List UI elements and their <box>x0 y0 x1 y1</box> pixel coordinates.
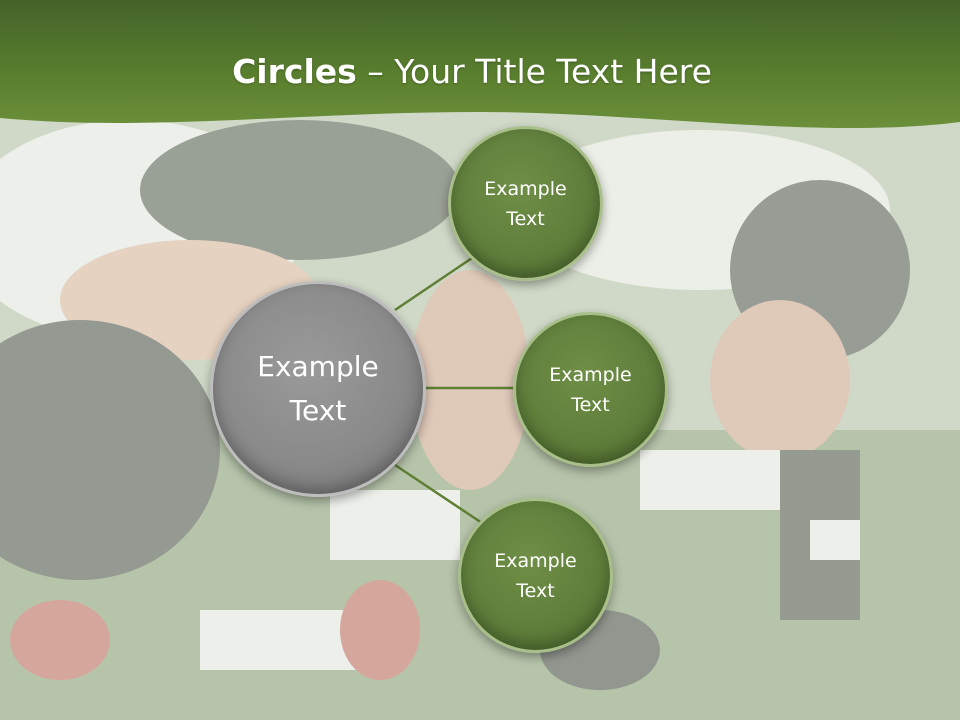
slide-title: Circles – Your Title Text Here <box>0 52 944 91</box>
satellite-circle-bottom[interactable]: Example Text <box>458 498 613 653</box>
connector-line-bottom <box>394 463 483 525</box>
title-bold: Circles <box>232 52 357 91</box>
connector-line-top <box>394 254 476 312</box>
title-rest: – Your Title Text Here <box>356 52 712 91</box>
center-circle[interactable]: Example Text <box>210 281 426 497</box>
satellite-circle-middle[interactable]: Example Text <box>513 312 668 467</box>
satellite-circle-top[interactable]: Example Text <box>448 126 603 281</box>
header-band <box>0 0 960 129</box>
